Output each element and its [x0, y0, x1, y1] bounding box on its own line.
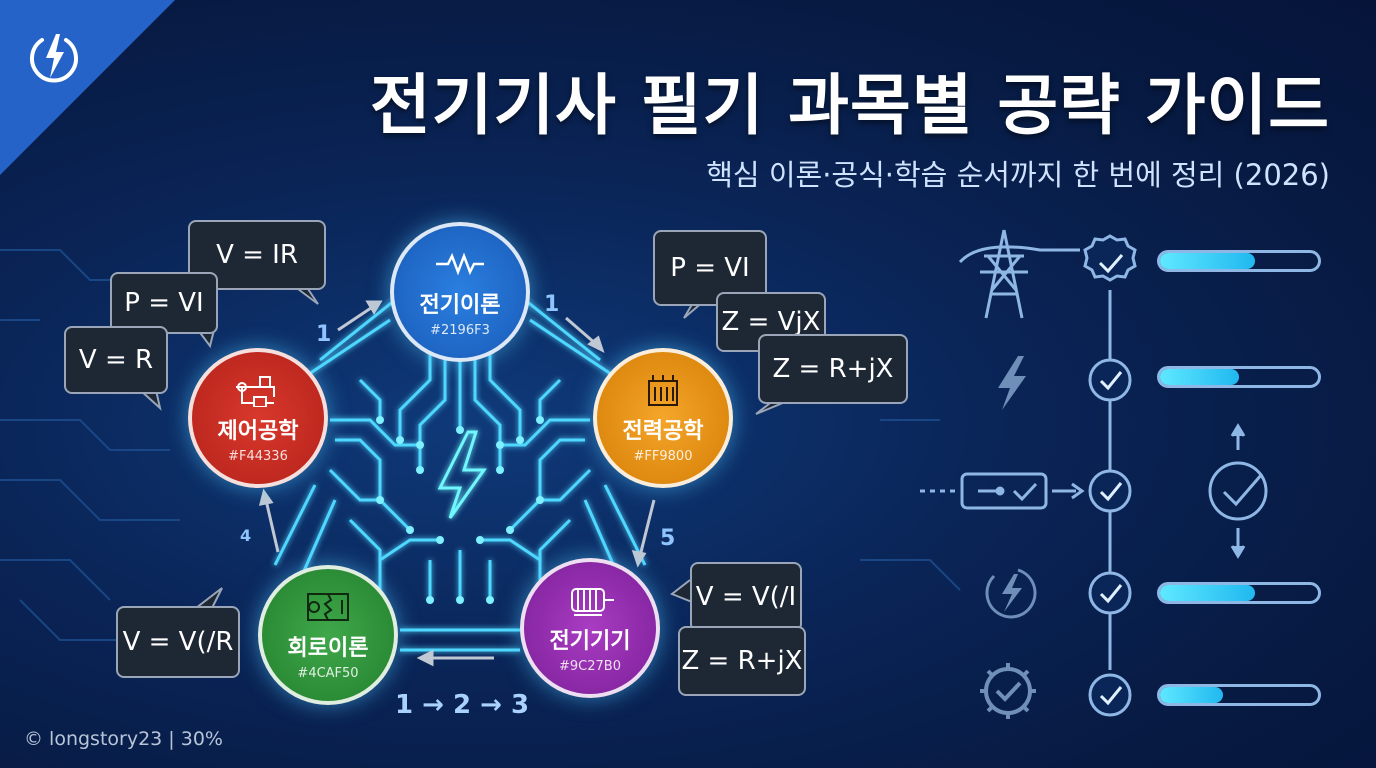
subject-name: 회로이론 [287, 635, 369, 661]
step-number: 1 [544, 292, 560, 317]
control-circuit-icon [236, 375, 275, 407]
credit-text: © longstory23 | 30% [24, 728, 223, 750]
formula-bubble: Z = R+jX [758, 334, 908, 404]
transformer-icon [648, 374, 678, 406]
page-title: 전기기사 필기 과목별 공략 가이드 [370, 67, 1330, 144]
formula-bubble: V = V(/I [690, 562, 802, 632]
progress-bar [1157, 582, 1321, 604]
circuit-icon [307, 592, 349, 621]
progress-fill [1160, 253, 1255, 269]
step-number: 4 [240, 526, 252, 545]
formula-bubble: Z = R+jX [678, 626, 806, 696]
lightning-circle-icon [985, 568, 1037, 619]
progress-bar [1157, 250, 1321, 272]
formula-bubble: V = R [64, 326, 168, 394]
gear-check-icon [980, 663, 1036, 719]
subject-node-electric-machines[interactable]: 전기기기 #9C27B0 [520, 558, 660, 698]
subject-node-control-engineering[interactable]: 제어공학 #F44336 [188, 348, 328, 488]
subject-name: 제어공학 [217, 418, 299, 444]
subject-node-electrical-theory[interactable]: 전기이론 #2196F3 [390, 222, 530, 362]
corner-accent [0, 0, 175, 175]
subject-hex: #9C27B0 [559, 658, 621, 674]
motor-icon [571, 587, 614, 616]
subject-hex: #4CAF50 [297, 665, 359, 681]
step-number: 1 [316, 322, 332, 347]
subject-node-power-engineering[interactable]: 전력공학 #FF9800 [593, 348, 733, 488]
progress-fill [1160, 369, 1239, 385]
subject-hex: #FF9800 [633, 448, 693, 464]
page-subtitle: 핵심 이론·공식·학습 순서까지 한 번에 정리 (2026) [706, 158, 1330, 192]
subject-hex: #2196F3 [430, 322, 490, 338]
learning-sequence: 1 → 2 → 3 [395, 690, 530, 720]
step-number: 5 [660, 526, 676, 551]
formula-bubble: P = VI [110, 272, 218, 334]
formula-bubble: V = V(/R [116, 606, 240, 678]
lightning-logo-icon [30, 34, 78, 83]
subject-hex: #F44336 [228, 448, 288, 464]
progress-fill [1160, 585, 1255, 601]
subject-name: 전기이론 [419, 292, 501, 318]
subject-name: 전기기기 [549, 628, 631, 654]
lightning-icon [998, 356, 1026, 410]
progress-bar [1157, 366, 1321, 388]
center-lightning-icon [437, 430, 487, 519]
progress-bar [1157, 684, 1321, 706]
subject-node-circuit-theory[interactable]: 회로이론 #4CAF50 [258, 565, 398, 705]
input-check-icon [960, 472, 1048, 510]
power-tower-icon [958, 229, 1080, 319]
subject-name: 전력공학 [622, 418, 704, 444]
resistor-icon [436, 251, 484, 276]
progress-fill [1160, 687, 1224, 703]
